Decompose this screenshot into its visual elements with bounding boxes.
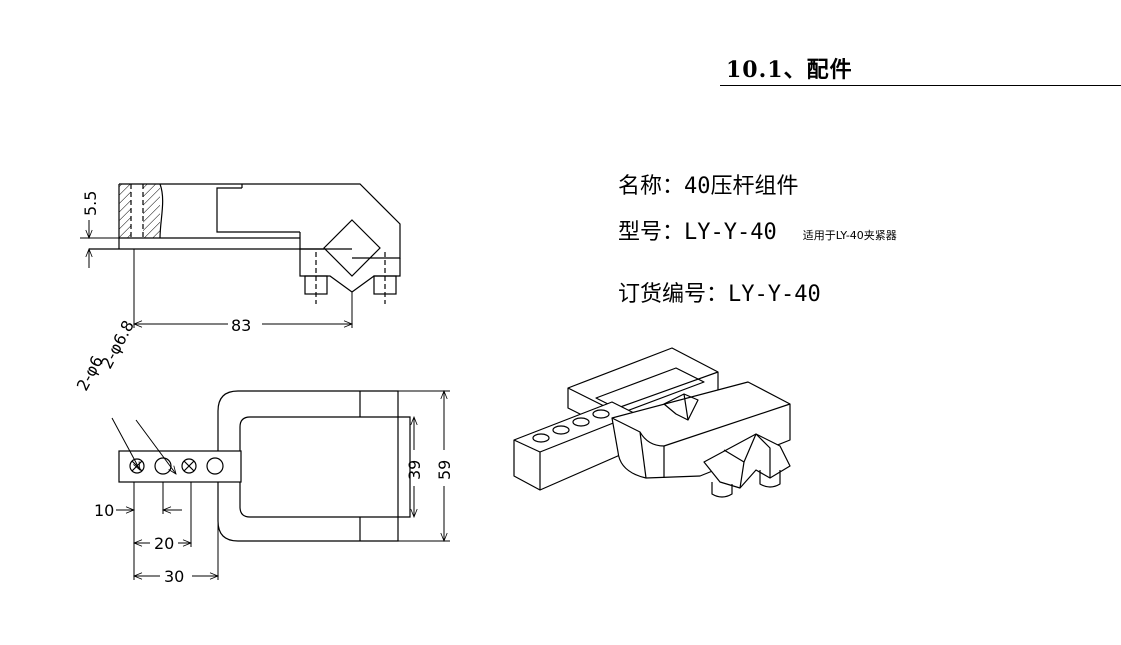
model-note: 适用于LY-40夹紧器	[802, 229, 897, 242]
model-label: 型号：	[618, 220, 685, 245]
name-label: 名称：	[618, 174, 685, 199]
hole-label-phi6-8: 2-φ6.8	[97, 317, 138, 372]
title-rule	[720, 85, 1121, 86]
name-value: 40压杆组件	[684, 174, 799, 199]
isometric-view	[513, 347, 791, 498]
dim-20-label: 20	[154, 534, 174, 553]
dim-39-label: 39	[405, 460, 424, 480]
dim-length-label: 83	[231, 316, 251, 335]
order-label: 订货编号：	[618, 282, 729, 307]
top-view	[111, 391, 450, 580]
dim-height-label: 5.5	[81, 191, 100, 216]
model-value: LY-Y-40	[684, 220, 777, 245]
product-model-line: 型号：LY-Y-40 适用于LY-40夹紧器	[618, 214, 897, 246]
section-title: 10.1、配件	[726, 57, 853, 83]
product-name-line: 名称：40压杆组件	[618, 168, 799, 200]
order-number-line: 订货编号：LY-Y-40	[618, 276, 821, 308]
dim-10-label: 10	[94, 501, 114, 520]
dim-30-label: 30	[164, 567, 184, 586]
order-value: LY-Y-40	[728, 282, 821, 307]
dim-59-label: 59	[435, 460, 454, 480]
side-view	[80, 183, 401, 328]
